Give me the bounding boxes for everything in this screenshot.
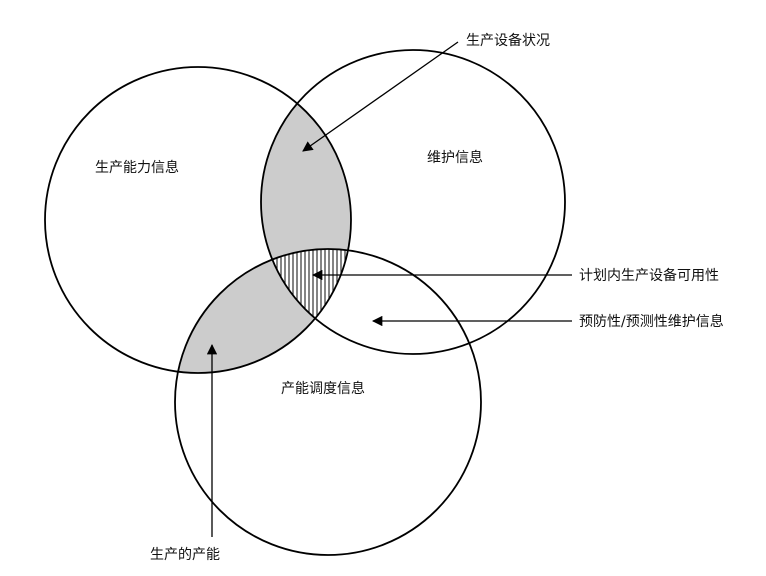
label-maintenance: 维护信息 <box>427 149 483 166</box>
callout-equipment-status: 生产设备状况 <box>466 32 550 49</box>
arrow-equipment-status <box>302 41 459 152</box>
callout-preventive-predictive: 预防性/预测性维护信息 <box>579 313 724 330</box>
circle-production-capacity <box>44 66 352 374</box>
label-capacity-scheduling: 产能调度信息 <box>281 380 365 397</box>
label-production-capacity: 生产能力信息 <box>95 159 179 176</box>
circle-maintenance <box>260 49 566 355</box>
circle-capacity-scheduling <box>174 248 482 556</box>
callout-produced-capacity: 生产的产能 <box>150 547 220 563</box>
overlap-capacity-scheduling <box>175 249 351 373</box>
callout-planned-availability: 计划内生产设备可用性 <box>579 267 719 284</box>
